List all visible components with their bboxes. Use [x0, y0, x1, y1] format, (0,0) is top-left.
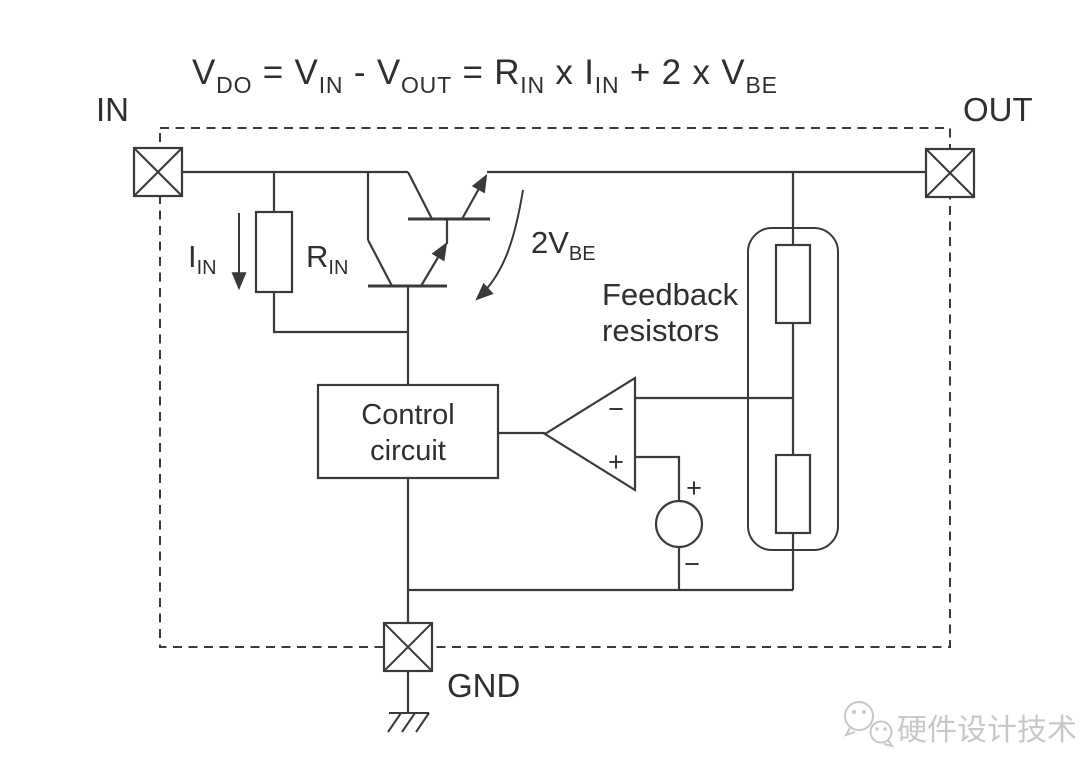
- vbe-annotation: 2VBE: [475, 189, 596, 301]
- control-label-line2: circuit: [370, 435, 446, 467]
- feedback-resistor-lower: [774, 453, 812, 535]
- feedback-label-line2: resistors: [602, 313, 719, 348]
- vref-plus-sign: +: [686, 473, 702, 503]
- error-amplifier: − +: [542, 376, 637, 492]
- vref-minus-sign: −: [684, 549, 700, 579]
- wire: [272, 292, 408, 334]
- opamp-minus-input: −: [608, 394, 624, 424]
- pass-transistor-upper: [407, 171, 490, 244]
- vbe-label: 2VBE: [531, 225, 596, 265]
- feedback-resistors: Feedback resistors: [602, 227, 839, 551]
- vbe-arc-arrow-icon: [475, 189, 524, 301]
- pin-cross: [383, 622, 433, 672]
- feedback-label-line1: Feedback: [602, 277, 739, 312]
- title-formula: VDO = VIN - VOUT = RIN x IIN + 2 x VBE: [192, 53, 778, 98]
- transistor-collector: [407, 171, 433, 220]
- pin-cross: [925, 148, 975, 198]
- gnd-pin: GND: [382, 621, 520, 704]
- ground-symbol-icon: [387, 712, 430, 733]
- control-circuit-block: Control circuit: [316, 383, 500, 480]
- control-label-line1: Control: [361, 399, 455, 431]
- wechat-icon: [843, 701, 895, 748]
- transistor-emitter-arrow-icon: [461, 174, 488, 220]
- rin-label: RIN: [306, 239, 348, 279]
- out-pin-label: OUT: [963, 91, 1033, 128]
- transistor-collector: [367, 239, 393, 287]
- opamp-triangle: [542, 376, 637, 492]
- feedback-resistor-upper: [774, 243, 812, 325]
- rin-resistor: IIN RIN: [188, 210, 348, 294]
- wires: [182, 170, 926, 713]
- in-pin: IN: [96, 91, 184, 198]
- feedback-enclosure: [747, 227, 839, 551]
- wire: [635, 455, 681, 501]
- iin-label: IIN: [188, 239, 217, 279]
- watermark: 硬件设计技术: [843, 701, 1077, 748]
- in-pin-label: IN: [96, 91, 129, 128]
- control-circuit-box: [316, 383, 500, 480]
- transistor-emitter-arrow-icon: [420, 242, 448, 287]
- resistor-body: [254, 210, 294, 294]
- vref-circle: [654, 499, 704, 549]
- pass-transistor-lower: [367, 239, 448, 288]
- pin-cross: [133, 147, 183, 197]
- ic-boundary: [159, 127, 951, 648]
- watermark-text: 硬件设计技术: [897, 714, 1077, 747]
- gnd-pin-label: GND: [447, 667, 520, 704]
- out-pin: OUT: [924, 91, 1033, 199]
- opamp-plus-input: +: [608, 447, 624, 477]
- voltage-reference: + −: [654, 473, 704, 579]
